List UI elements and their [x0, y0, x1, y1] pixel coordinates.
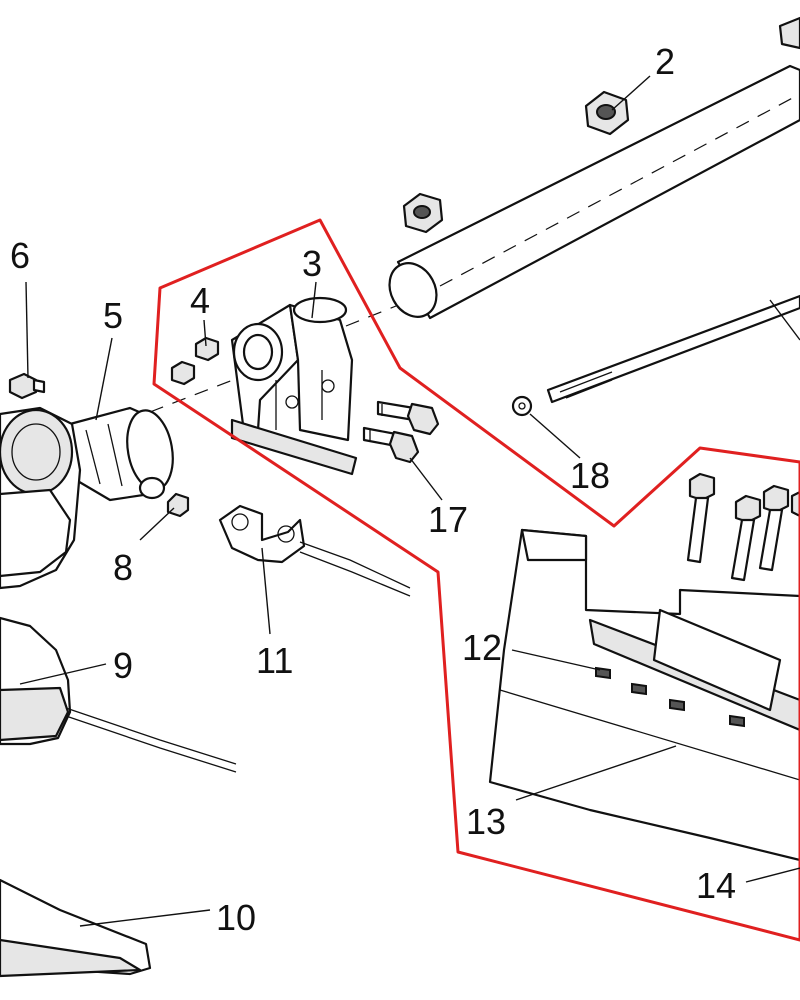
callout-17: 17 [428, 499, 469, 540]
guard-part-9 [0, 616, 237, 773]
callout-13: 13 [466, 801, 507, 842]
callout-14: 14 [696, 865, 737, 906]
callout-12: 12 [462, 627, 503, 668]
callout-2: 2 [655, 41, 676, 82]
nut-part-4 [170, 336, 220, 386]
callout-5: 5 [103, 295, 124, 336]
callout-6: 6 [10, 235, 31, 276]
head-housing-part [0, 406, 82, 590]
callout-8: 8 [113, 547, 134, 588]
nut-part-corner [778, 16, 800, 50]
highlight-boundary [152, 218, 800, 942]
nut-part-shaft [402, 192, 444, 234]
washer-part-18 [511, 395, 533, 417]
leader-lines [19, 75, 800, 927]
bracket-part-11 [218, 504, 411, 597]
callout-10: 10 [216, 897, 257, 938]
callout-3: 3 [302, 243, 323, 284]
gear-head-part-5 [68, 406, 174, 502]
callout-4: 4 [190, 280, 211, 321]
bolt-part-17 [362, 400, 440, 464]
clamp-part-3 [149, 296, 397, 476]
callout-11: 11 [256, 640, 294, 681]
nut-part-2 [584, 90, 630, 136]
screw-part-14 [686, 472, 800, 582]
callout-18: 18 [570, 455, 611, 496]
blade-part-10 [0, 878, 152, 978]
drive-shaft-rod [546, 294, 800, 404]
callout-9: 9 [113, 645, 134, 686]
nut-part-8 [166, 492, 190, 518]
bolt-part-6 [8, 372, 46, 400]
shaft-tube [388, 64, 800, 320]
shield-part-13 [488, 528, 800, 862]
